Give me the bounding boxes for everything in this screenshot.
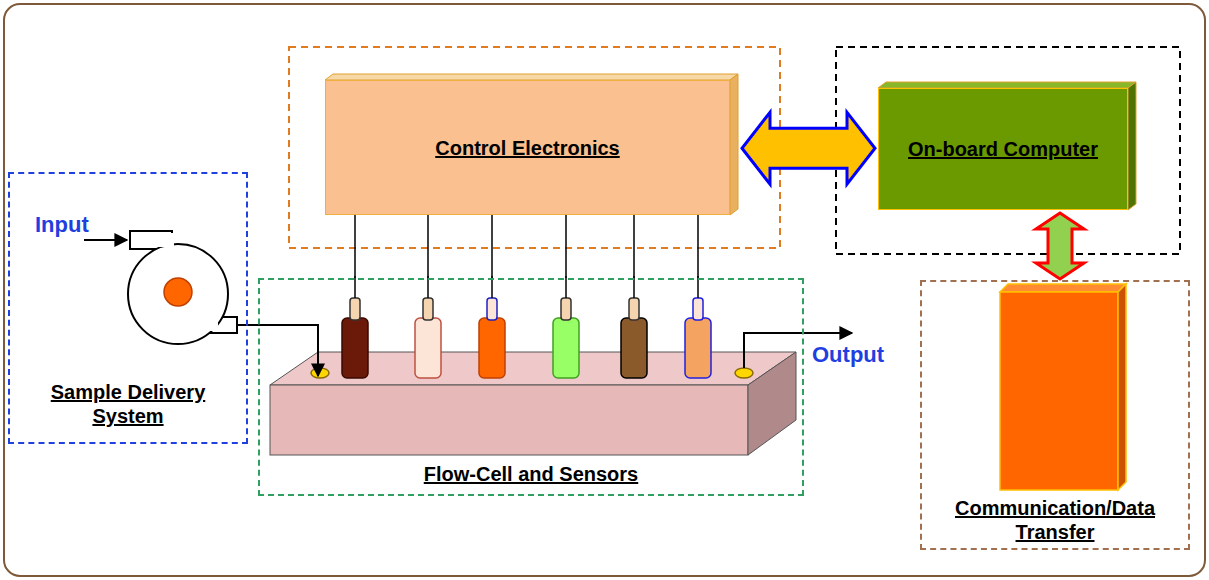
input-arrow (84, 239, 127, 241)
sensors (342, 298, 711, 378)
box-side-face (1128, 82, 1136, 210)
sensor-wire (633, 215, 635, 278)
communication-group: Communication/Data Transfer (920, 280, 1190, 550)
sensor (553, 298, 579, 378)
sensor-wire (697, 215, 699, 278)
sensor-wire (565, 215, 567, 278)
group-title: Flow-Cell and Sensors (424, 462, 638, 486)
outer-frame (4, 4, 1205, 576)
group-title: Communication/Data Transfer (935, 496, 1175, 544)
box-side-face (730, 74, 738, 215)
sensor (685, 298, 711, 378)
group-title: Sample Delivery System (38, 380, 218, 428)
computer-box: On-board Computer (878, 88, 1128, 210)
pump (128, 231, 237, 344)
output-label: Output (812, 342, 884, 368)
sensor (479, 298, 505, 378)
box-depth (325, 74, 1136, 215)
computer-group (836, 47, 1180, 254)
sensor-wire (354, 215, 356, 278)
sensor-wire (491, 215, 493, 278)
flow-cell-group: Flow-Cell and Sensors (258, 278, 804, 496)
box-title: On-board Computer (908, 137, 1098, 161)
communication-module (1000, 284, 1126, 490)
input-label: Input (35, 212, 89, 238)
sensor-wire (427, 215, 429, 278)
sensor (415, 298, 441, 378)
sensor (621, 298, 647, 378)
sensor (342, 298, 368, 378)
control-box: Control Electronics (325, 80, 730, 215)
electronics-group (289, 47, 780, 248)
box-title: Control Electronics (435, 136, 619, 160)
block-arrow (1036, 213, 1084, 279)
block-arrow (742, 112, 875, 184)
